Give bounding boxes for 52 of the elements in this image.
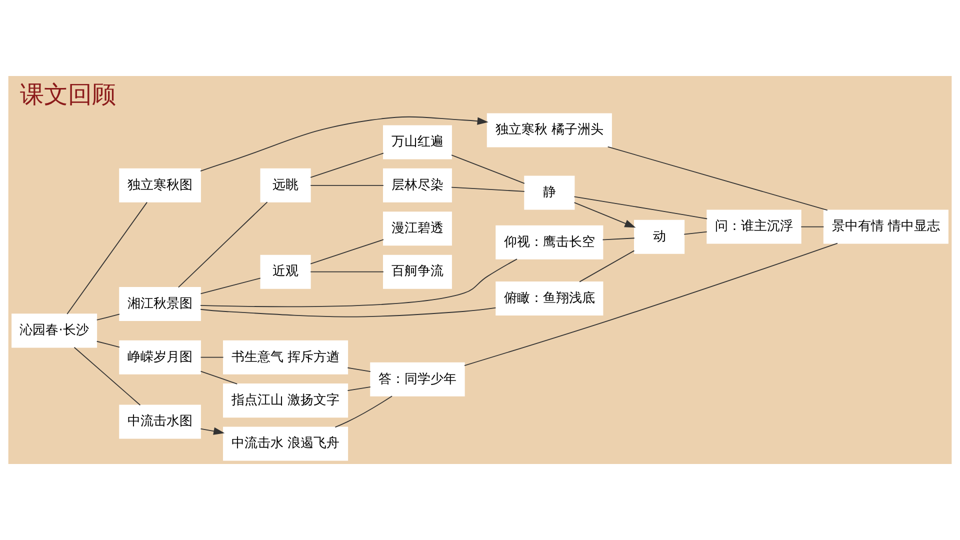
- arrow: [574, 202, 636, 228]
- node-box: 景中有情 情中显志: [823, 210, 948, 244]
- connector: [347, 367, 371, 372]
- connector: [96, 314, 120, 320]
- node-box: 问：谁主沉浮: [706, 210, 802, 244]
- node-box: 远眺: [260, 168, 311, 202]
- node-box: 独立寒秋 橘子洲头: [486, 113, 612, 148]
- node-box: 沁园春·长沙: [12, 314, 98, 348]
- connector: [178, 202, 268, 288]
- connector: [200, 258, 518, 308]
- connector: [200, 356, 224, 358]
- connector: [602, 238, 635, 240]
- diagram-title: 课文回顾: [20, 80, 116, 108]
- connector: [574, 196, 708, 220]
- node-box: 湘江秋景图: [119, 287, 201, 322]
- node-box: 书生意气 挥斥方遒: [223, 340, 348, 374]
- connector: [579, 250, 635, 282]
- node-box: 中流击水 浪遏飞舟: [223, 426, 348, 461]
- node-box: 峥嵘岁月图: [119, 340, 201, 374]
- node-box: 动: [634, 220, 685, 254]
- connector: [200, 278, 261, 294]
- node-box: 层林尽染: [383, 168, 452, 202]
- node-box: 万山红遍: [383, 125, 452, 160]
- node-box: 俯瞰：鱼翔浅底: [496, 282, 604, 316]
- connector: [347, 386, 371, 392]
- arrow: [200, 427, 225, 435]
- node-box: 答：同学少年: [370, 362, 465, 396]
- arrow: [200, 116, 488, 172]
- connector: [74, 346, 141, 406]
- node-box: 近观: [260, 254, 311, 289]
- node-box: 百舸争流: [383, 254, 452, 289]
- connector: [464, 242, 838, 366]
- connector: [66, 202, 148, 314]
- connector: [684, 231, 708, 235]
- connector: [451, 186, 525, 192]
- node-box: 静: [524, 176, 575, 210]
- connector: [451, 154, 525, 184]
- connector: [200, 307, 496, 318]
- node-box: 独立寒秋图: [119, 168, 201, 202]
- connector: [200, 370, 238, 384]
- node-box: 指点江山 激扬文字: [223, 384, 348, 418]
- connector: [310, 184, 384, 186]
- connector: [310, 239, 384, 264]
- connector: [334, 396, 392, 428]
- connector: [800, 226, 824, 228]
- connector: [96, 340, 120, 348]
- node-box: 仰视：鹰击长空: [496, 225, 604, 260]
- node-box: 中流击水图: [119, 404, 201, 439]
- connector: [310, 271, 384, 272]
- node-box: 漫江碧透: [383, 212, 452, 246]
- connector: [607, 146, 828, 211]
- connector: [310, 152, 384, 178]
